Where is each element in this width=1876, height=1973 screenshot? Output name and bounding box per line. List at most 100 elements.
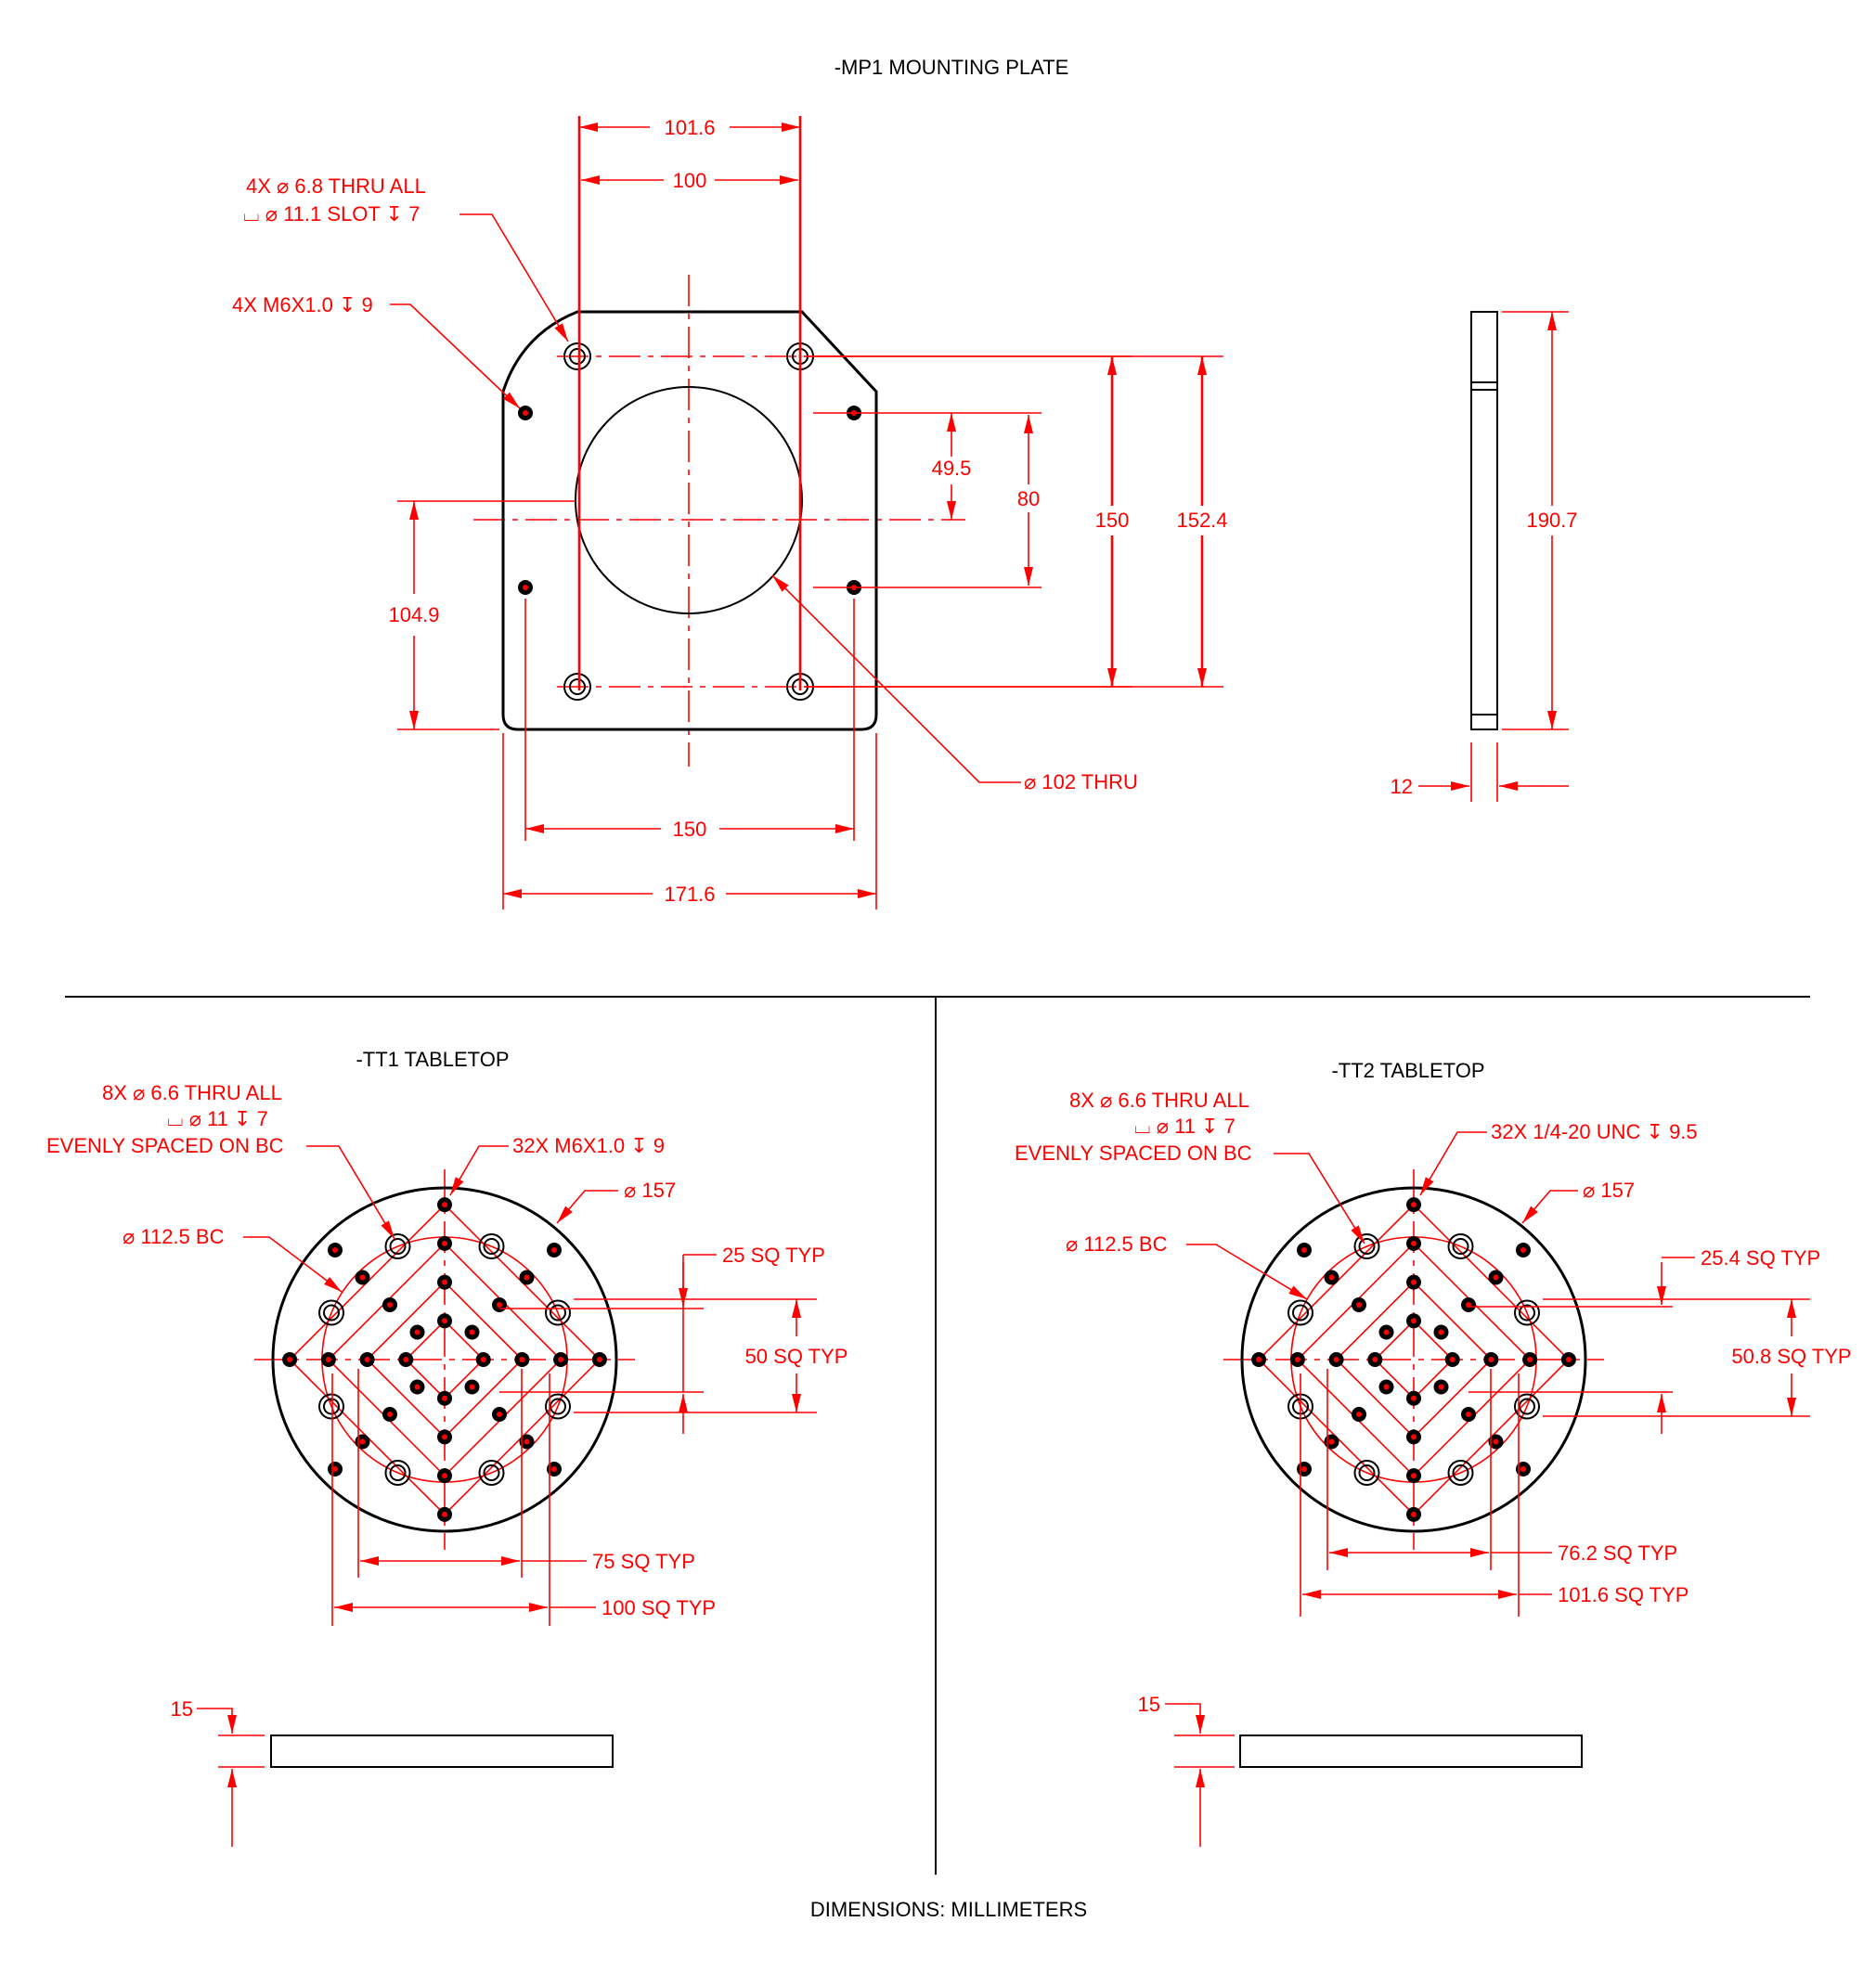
mp1-dim-100: 100: [673, 169, 707, 192]
tt2-tapped-hole-center: [1256, 1357, 1262, 1362]
mp1-dim-104-9: 104.9: [388, 603, 439, 626]
tt2-tapped-hole-center: [1328, 1438, 1335, 1445]
tt1-sq3: 75 SQ TYP: [592, 1550, 695, 1573]
tt2-dia: ⌀ 157: [1583, 1179, 1635, 1202]
mp1-center-bore: [575, 386, 803, 614]
tt1-counterbore-hole: [384, 1460, 411, 1486]
tt2-tapped-hole-center: [1328, 1274, 1335, 1281]
tt1-tapped-hole-center: [442, 1511, 447, 1517]
mp1-note-cb-line1: 4X ⌀ 6.8 THRU ALL: [246, 174, 426, 198]
tt2-tapped-hole-center: [1520, 1466, 1526, 1472]
tt1-counterbore-thru: [323, 1398, 340, 1415]
tt1-tapped-hole-center: [442, 1202, 447, 1208]
tt1-note-line2: ⌴ ⌀ 11 ↧ 7: [167, 1107, 268, 1130]
tt2-tapped-hole-center: [1301, 1247, 1307, 1253]
tt1-tapped-hole-center: [551, 1466, 557, 1472]
tt2-title: -TT2 TABLETOP: [1331, 1059, 1484, 1082]
mp1-dim-150-vertical: 150: [1095, 509, 1130, 532]
tt1-tapped-hole-center: [442, 1279, 447, 1285]
tt1-tapped-hole-center: [524, 1274, 530, 1281]
tt1-counterbore-hole: [545, 1299, 571, 1326]
mp1-dim-49-5: 49.5: [932, 457, 972, 480]
tt1-counterbore-hole: [545, 1393, 571, 1420]
tt2-tapped-hole-center: [1527, 1357, 1533, 1362]
tt2-counterbore-thru: [1292, 1304, 1309, 1322]
tt2-tapped-hole-center: [1493, 1438, 1499, 1445]
tt1-tapped-hole-center: [442, 1473, 447, 1479]
tt1-counterbore-thru: [483, 1238, 500, 1255]
tt2-tapped-hole-center: [1411, 1279, 1417, 1285]
mp1-dim-190-7: 190.7: [1526, 509, 1577, 532]
tt1-sq1: 25 SQ TYP: [722, 1244, 825, 1267]
tt2-tabletop: 8X ⌀ 6.6 THRU ALL ⌴ ⌀ 11 ↧ 7 EVENLY SPAC…: [1015, 1089, 1852, 1847]
tt1-tapped-hole-center: [359, 1274, 366, 1281]
tt1-tapped-hole-center: [364, 1357, 370, 1362]
mp1-dim-150-horizontal: 150: [673, 818, 707, 841]
tt1-tapped-hole-center: [414, 1384, 420, 1390]
tt2-tapped-hole-center: [1383, 1329, 1390, 1335]
tt2-tapped-hole-center: [1333, 1357, 1339, 1362]
tt2-counterbore-hole: [1514, 1299, 1540, 1326]
tt2-counterbore-hole: [1447, 1233, 1474, 1259]
mp1-dim-101-6: 101.6: [664, 116, 715, 139]
tt1-tapped-hole-center: [469, 1329, 475, 1335]
tt2-tapped-hole-center: [1356, 1302, 1362, 1308]
tt1-bc: ⌀ 112.5 BC: [123, 1225, 225, 1248]
tt2-counterbore-thru: [1358, 1238, 1376, 1255]
tt1-sq2: 50 SQ TYP: [745, 1345, 848, 1368]
tt2-tapped-hole-center: [1449, 1357, 1456, 1362]
tt2-tapped-hole-center: [1520, 1247, 1526, 1253]
tt1-dia: ⌀ 157: [624, 1179, 676, 1202]
tt1-tapped-hole-center: [469, 1384, 475, 1390]
mp1-note-tap: 4X M6X1.0 ↧ 9: [232, 293, 373, 316]
tt1-tapped-hole-center: [497, 1302, 502, 1308]
tt2-counterbore-hole: [1514, 1393, 1540, 1420]
mp1-dim-152-4: 152.4: [1176, 509, 1227, 532]
tt2-outer-circle: [1240, 1186, 1587, 1533]
tt1-counterbore-hole: [318, 1299, 344, 1326]
tt2-tapped-hole-center: [1372, 1357, 1378, 1362]
tt1-grid-lines: [254, 1169, 635, 1550]
mp1-dim-12: 12: [1391, 775, 1413, 798]
tt2-tapped-hole-center: [1411, 1240, 1417, 1246]
tt1-counterbore-thru: [550, 1398, 566, 1415]
tt2-tapped-hole-center: [1411, 1473, 1417, 1479]
tt1-tapped-hole-center: [442, 1318, 447, 1324]
mp1-mounting-plate: 101.6 100 4X ⌀ 6.8 THRU ALL ⌴ ⌀ 11.1 SLO…: [232, 116, 1228, 909]
tt1-counterbore-hole: [478, 1233, 505, 1259]
tt1-tapped-hole-center: [524, 1438, 530, 1445]
tt1-tapped-hole-center: [325, 1357, 331, 1362]
tt2-tapped-hole-center: [1438, 1329, 1444, 1335]
tt2-counterbore-hole: [1287, 1299, 1313, 1326]
mp1-note-cb-line2: ⌴ ⌀ 11.1 SLOT ↧ 7: [243, 202, 420, 226]
tt1-tapped-hole-center: [414, 1329, 420, 1335]
tt2-tapped-hole-center: [1411, 1202, 1417, 1208]
tt1-outer-circle: [271, 1186, 618, 1533]
tt2-sq3: 76.2 SQ TYP: [1558, 1541, 1677, 1565]
tt2-counterbore-hole: [1353, 1460, 1380, 1486]
tt1-counterbore-thru: [323, 1304, 340, 1322]
tt1-counterbore-hole: [478, 1460, 505, 1486]
tt1-note-line3: EVENLY SPACED ON BC: [46, 1134, 284, 1157]
tt1-tapped-hole-center: [551, 1247, 557, 1253]
tt1-holes: [282, 1197, 607, 1522]
tt1-tapped-hole-center: [480, 1357, 486, 1362]
tt1-tapped-hole-center: [287, 1357, 293, 1362]
tt1-side-profile: [270, 1734, 614, 1768]
tt2-tapped-hole-center: [1565, 1357, 1572, 1362]
tt2-sq2: 50.8 SQ TYP: [1731, 1345, 1851, 1368]
tt1-tapped-hole-center: [387, 1302, 393, 1308]
tt1-counterbore-thru: [550, 1304, 566, 1322]
tt2-note-tap: 32X 1/4-20 UNC ↧ 9.5: [1491, 1120, 1698, 1143]
tt1-counterbore-thru: [483, 1464, 500, 1481]
tt2-tapped-hole-center: [1438, 1384, 1444, 1390]
tt2-note-line3: EVENLY SPACED ON BC: [1015, 1141, 1252, 1165]
tt1-counterbore-thru: [389, 1464, 407, 1481]
tt2-side-profile: [1239, 1734, 1583, 1768]
tt1-counterbore-hole: [318, 1393, 344, 1420]
mp1-note-bore: ⌀ 102 THRU: [1024, 770, 1138, 793]
tt2-tapped-hole-center: [1411, 1395, 1417, 1401]
tt2-counterbore-thru: [1452, 1464, 1469, 1481]
